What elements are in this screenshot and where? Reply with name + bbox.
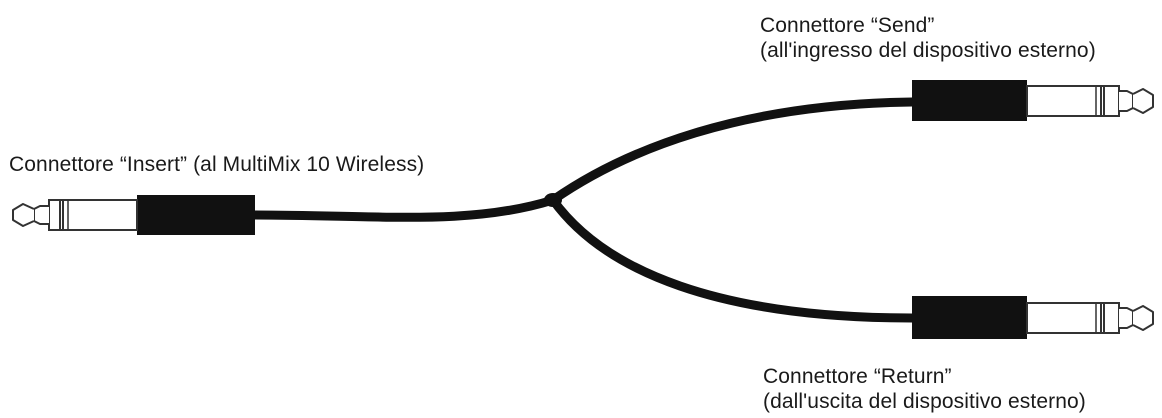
cable-split-junction <box>544 193 562 207</box>
return-connector-subtitle: (dall'uscita del dispositivo esterno) <box>763 390 1086 413</box>
insert-plug-icon <box>12 195 255 235</box>
return-connector-title: Connettore “Return” <box>763 365 952 388</box>
cable-insert-segment <box>250 195 558 222</box>
cable-send-branch <box>548 97 917 205</box>
insert-connector-title: Connettore “Insert” (al MultiMix 10 Wire… <box>9 153 425 176</box>
return-connector-label: Connettore “Return” (dall'uscita del dis… <box>763 364 1086 414</box>
return-plug-icon <box>912 296 1154 339</box>
send-connector-label: Connettore “Send” (all'ingresso del disp… <box>760 13 1096 63</box>
send-plug-icon <box>912 80 1154 121</box>
send-connector-title: Connettore “Send” <box>760 14 935 37</box>
insert-connector-label: Connettore “Insert” (al MultiMix 10 Wire… <box>9 152 424 177</box>
send-connector-subtitle: (all'ingresso del dispositivo esterno) <box>760 39 1096 62</box>
cable-return-branch <box>548 195 917 323</box>
